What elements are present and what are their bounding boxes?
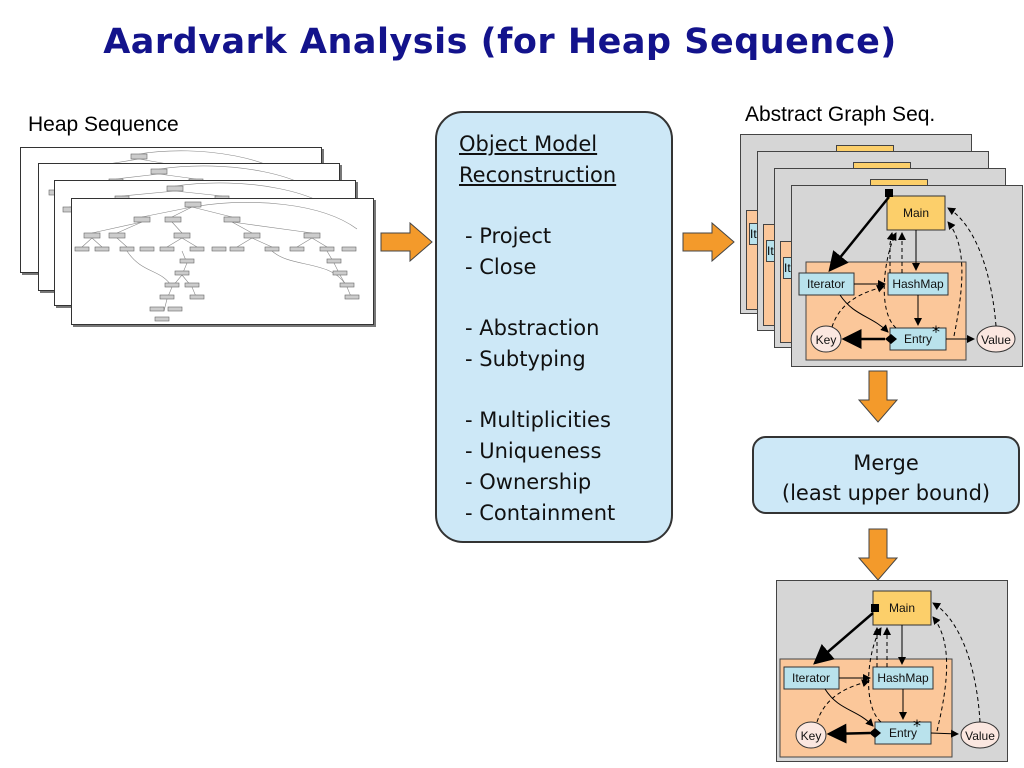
node-entry-label: Entry: [904, 332, 932, 346]
process-heading: Reconstruction: [459, 163, 617, 187]
node-hashmap-label: HashMap: [892, 277, 944, 291]
node-main-label: Main: [903, 206, 929, 220]
process-step: - Close: [465, 255, 537, 279]
object-model-reconstruction-box: Object Model Reconstruction - Project - …: [435, 111, 673, 543]
node-key-label: Key: [816, 333, 837, 347]
heap-sequence-label: Heap Sequence: [28, 113, 179, 136]
arrow-down-icon: [858, 370, 898, 423]
process-step: - Uniqueness: [465, 439, 602, 463]
abstract-graph-front: Main Iterator HashMap Entry * Key Value: [791, 185, 1023, 367]
process-step: - Containment: [465, 501, 616, 525]
merge-title: Merge: [853, 451, 919, 475]
heap-graph-thumbnail: [74, 201, 360, 322]
arrow-right-icon: [380, 222, 433, 262]
merged-graph: Main Iterator HashMap Entry * Key Value: [776, 580, 1008, 762]
arrow-down-icon: [858, 528, 898, 581]
node-key-label: Key: [801, 729, 822, 743]
merge-box: Merge (least upper bound): [752, 436, 1020, 514]
ownership-square-icon: [871, 604, 879, 612]
multiplicity-star: *: [932, 322, 940, 341]
object-graph-diagram: Main Iterator HashMap Entry * Key Value: [779, 590, 1000, 758]
node-iterator-label: Iterator: [792, 671, 830, 685]
ownership-square-icon: [885, 189, 893, 197]
node-entry-label: Entry: [889, 726, 917, 740]
slide-title: Aardvark Analysis (for Heap Sequence): [103, 22, 897, 62]
process-step: - Subtyping: [465, 347, 586, 371]
arrow-right-icon: [682, 222, 735, 262]
process-step: - Abstraction: [465, 316, 600, 340]
process-heading: Object Model: [459, 132, 598, 156]
node-key: [810, 325, 842, 353]
heap-snapshot-4: [71, 198, 374, 325]
abstract-graph-label: Abstract Graph Seq.: [745, 103, 936, 126]
multiplicity-star: *: [913, 716, 921, 735]
process-step: - Ownership: [465, 470, 592, 494]
node-main-label: Main: [889, 601, 915, 615]
diamond-icon: [869, 728, 881, 738]
node-key: [795, 721, 827, 749]
node-iterator-label: Iterator: [807, 277, 845, 291]
diamond-icon: [885, 334, 897, 344]
merge-subtitle: (least upper bound): [781, 481, 991, 505]
process-step: - Multiplicities: [465, 408, 611, 432]
process-step: - Project: [465, 224, 552, 248]
node-value-label: Value: [965, 729, 995, 743]
object-graph-diagram: Main Iterator HashMap Entry * Key Value: [798, 189, 1016, 361]
node-hashmap-label: HashMap: [877, 671, 929, 685]
node-value-label: Value: [981, 333, 1011, 347]
